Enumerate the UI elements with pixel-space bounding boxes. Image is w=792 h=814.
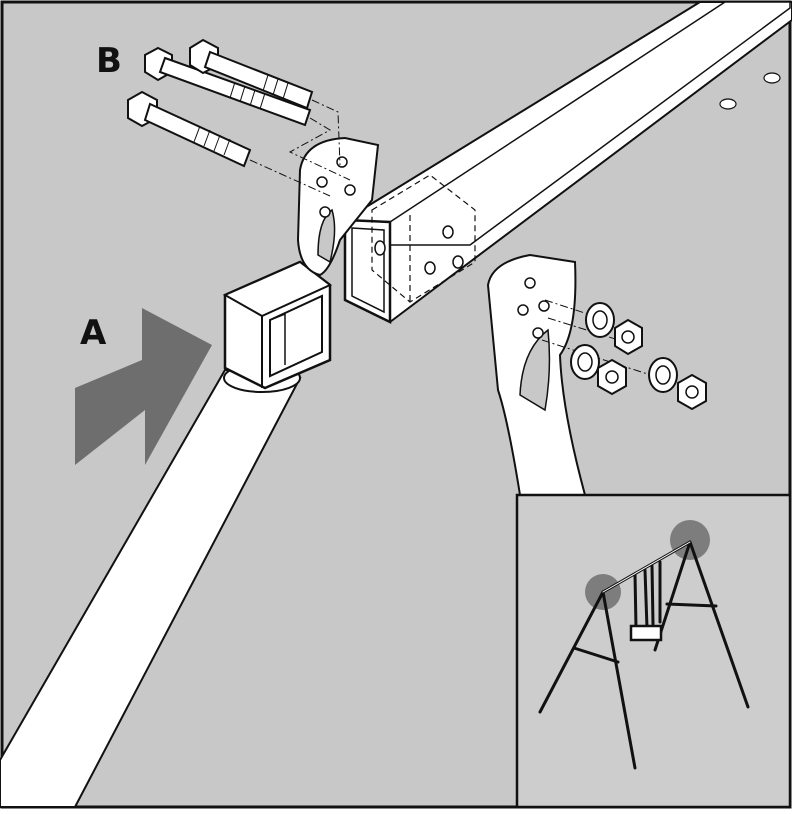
- bolt: [127, 90, 252, 168]
- washer: [585, 302, 615, 338]
- assembly-guide-lines: [249, 99, 351, 197]
- washer: [648, 357, 678, 393]
- bolt: [189, 38, 314, 110]
- label-a: A: [80, 313, 107, 353]
- direction-arrow: [75, 308, 212, 465]
- highlight-spot-right: [670, 520, 710, 560]
- top-beam: [343, 1, 792, 325]
- bracket-right: [486, 253, 587, 496]
- square-connector: [222, 260, 332, 390]
- nut: [597, 358, 627, 396]
- bolt: [144, 46, 312, 127]
- washer: [570, 344, 600, 380]
- inset-overview: [515, 493, 792, 809]
- bracket-top: [296, 136, 380, 277]
- label-b: B: [96, 41, 122, 81]
- nut: [614, 318, 643, 356]
- nut: [677, 373, 707, 411]
